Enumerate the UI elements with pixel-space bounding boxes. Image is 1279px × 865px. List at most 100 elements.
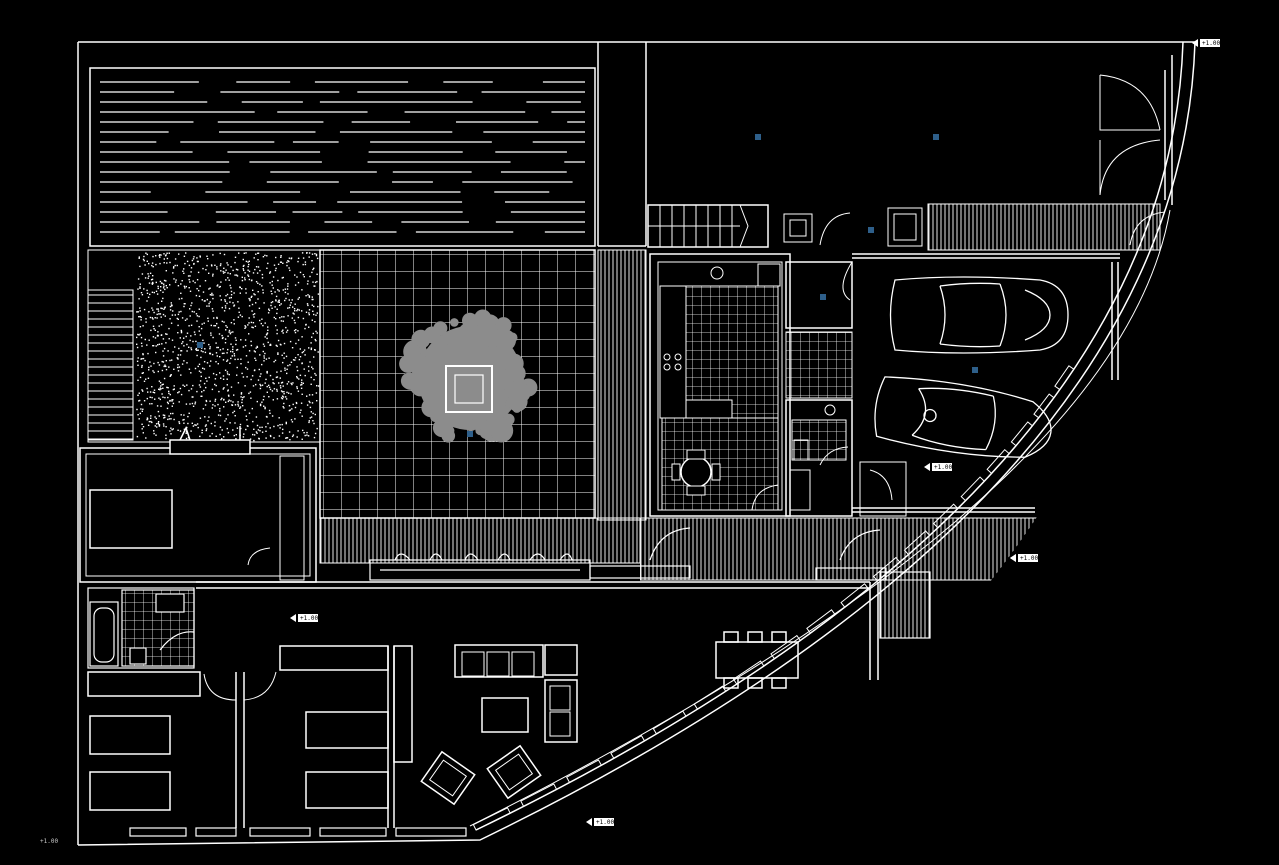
gravel-speck — [219, 356, 221, 358]
gravel-speck — [182, 341, 184, 343]
level-tag: +1.00 — [1010, 554, 1038, 562]
gravel-speck — [221, 334, 223, 337]
gravel-speck — [288, 299, 290, 301]
gravel-speck — [197, 365, 199, 368]
gravel-speck — [255, 347, 257, 349]
gravel-speck — [261, 431, 264, 433]
gravel-speck — [162, 414, 165, 416]
gravel-speck — [156, 293, 159, 295]
gravel-speck — [314, 285, 316, 287]
gravel-speck — [151, 262, 154, 264]
level-tag-text: +1.00 — [596, 819, 614, 826]
gravel-speck — [271, 293, 273, 295]
gravel-speck — [306, 404, 309, 406]
gravel-speck — [148, 262, 150, 265]
gravel-speck — [172, 412, 174, 415]
gravel-speck — [138, 400, 140, 402]
gravel-speck — [273, 264, 276, 266]
gravel-speck — [310, 348, 312, 351]
gravel-speck — [139, 333, 141, 335]
gravel-speck — [189, 275, 191, 277]
gravel-speck — [267, 326, 269, 328]
gravel-speck — [223, 253, 226, 256]
gravel-speck — [176, 264, 178, 267]
gravel-speck — [277, 352, 279, 354]
gravel-speck — [171, 429, 173, 431]
gravel-speck — [156, 308, 158, 310]
gravel-speck — [281, 391, 284, 393]
gravel-speck — [258, 307, 261, 309]
gravel-speck — [156, 317, 158, 319]
gravel-speck — [207, 320, 209, 322]
gravel-speck — [288, 431, 291, 433]
gravel-speck — [163, 347, 166, 350]
gravel-speck — [233, 319, 235, 321]
gravel-speck — [289, 439, 291, 441]
gravel-speck — [166, 386, 168, 389]
gravel-speck — [184, 262, 186, 265]
gravel-speck — [171, 405, 173, 407]
gravel-speck — [158, 254, 160, 257]
gravel-speck — [177, 285, 180, 287]
gravel-speck — [177, 324, 179, 327]
gravel-speck — [286, 329, 289, 332]
gravel-speck — [244, 277, 246, 279]
gravel-speck — [158, 313, 160, 315]
gravel-speck — [150, 365, 152, 367]
gravel-speck — [263, 360, 265, 362]
gravel-speck — [301, 438, 303, 440]
gravel-speck — [269, 388, 272, 391]
gravel-speck — [174, 281, 177, 283]
gravel-speck — [188, 368, 191, 370]
gravel-speck — [258, 438, 260, 440]
gravel-speck — [232, 346, 234, 348]
gravel-speck — [211, 432, 213, 435]
gravel-speck — [307, 304, 309, 307]
gravel-speck — [178, 253, 180, 255]
gravel-speck — [258, 368, 260, 371]
gravel-speck — [173, 278, 175, 280]
window-segment — [960, 476, 986, 502]
gravel-speck — [293, 308, 296, 310]
gravel-speck — [301, 379, 303, 381]
gravel-speck — [137, 278, 140, 280]
gravel-speck — [306, 303, 309, 305]
gravel-speck — [160, 307, 162, 309]
gravel-speck — [185, 432, 187, 434]
gravel-speck — [252, 326, 254, 329]
gravel-speck — [161, 307, 163, 310]
gravel-speck — [167, 418, 169, 421]
gravel-speck — [315, 253, 318, 256]
gravel-speck — [145, 437, 147, 439]
gravel-speck — [276, 332, 278, 335]
gravel-speck — [181, 280, 183, 282]
gravel-speck — [247, 261, 249, 263]
gravel-speck — [280, 382, 283, 384]
gravel-speck — [227, 348, 229, 351]
gravel-speck — [311, 366, 313, 368]
gravel-speck — [276, 371, 278, 373]
gravel-speck — [183, 337, 185, 339]
gravel-speck — [190, 388, 193, 390]
gravel-speck — [137, 311, 139, 313]
gravel-speck — [308, 400, 310, 403]
gravel-speck — [239, 286, 241, 289]
gravel-speck — [270, 304, 272, 307]
gravel-speck — [301, 415, 303, 417]
gravel-speck — [140, 408, 142, 410]
gravel-speck — [252, 322, 255, 324]
gravel-speck — [161, 300, 163, 302]
gravel-speck — [243, 264, 245, 267]
gravel-speck — [281, 398, 284, 400]
gravel-speck — [297, 339, 300, 341]
gravel-speck — [151, 396, 153, 399]
gravel-speck — [294, 331, 297, 334]
gravel-speck — [176, 317, 178, 320]
gravel-speck — [290, 257, 292, 260]
gravel-speck — [230, 322, 233, 324]
gravel-speck — [237, 405, 240, 407]
gravel-speck — [269, 282, 271, 284]
gravel-speck — [162, 355, 165, 357]
corner-level-label: +1.00 — [40, 838, 58, 845]
gravel-speck — [299, 374, 302, 376]
